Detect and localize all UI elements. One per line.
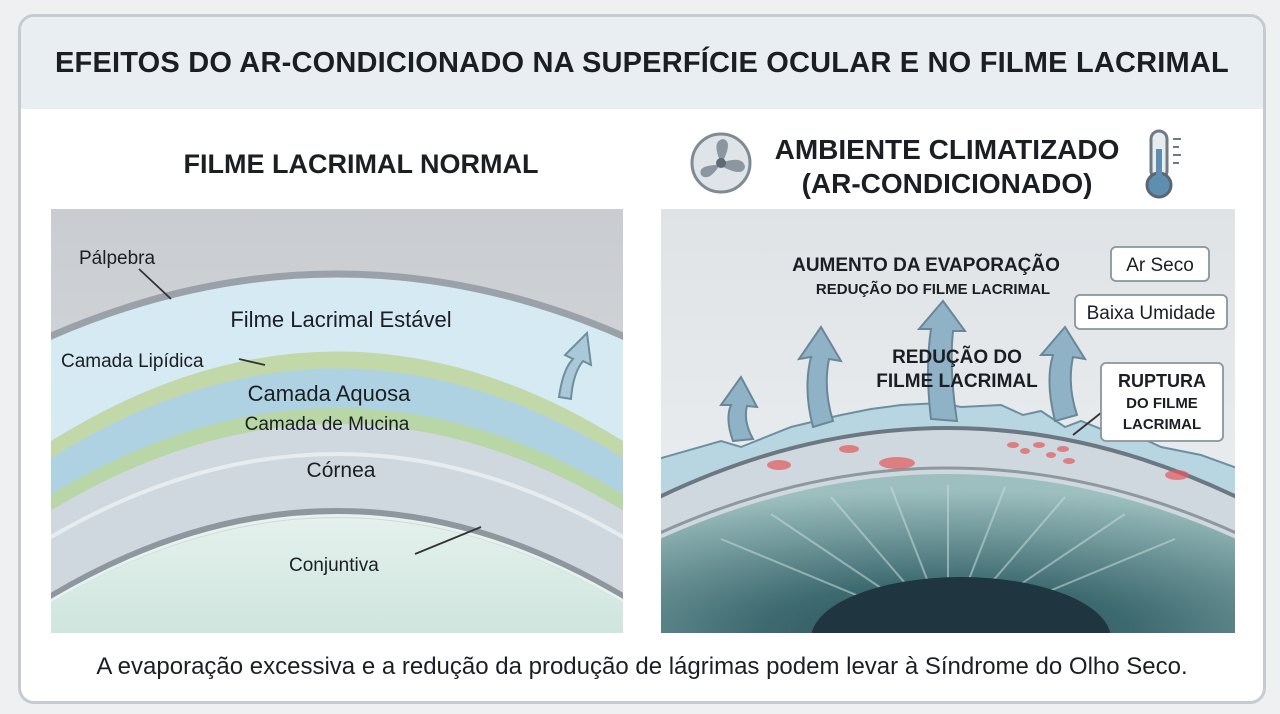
reduction-label-line1: REDUÇÃO DO bbox=[892, 346, 1022, 368]
footer-caption: A evaporação excessiva e a redução da pr… bbox=[96, 653, 1188, 680]
eyelid-leader bbox=[138, 268, 172, 300]
cornea-edge bbox=[661, 426, 1235, 499]
right-panel-title-line1: AMBIENTE CLIMATIZADO bbox=[774, 134, 1120, 165]
damage-spots bbox=[767, 442, 1189, 480]
conjunctiva-line bbox=[51, 508, 623, 601]
page-title: EFEITOS DO AR-CONDICIONADO NA SUPERFÍCIE… bbox=[55, 47, 1229, 79]
mucin-label: Camada de Mucina bbox=[245, 414, 410, 435]
stable-film-label: Filme Lacrimal Estável bbox=[230, 307, 451, 332]
cornea-highlight bbox=[51, 452, 623, 540]
lipid-leader bbox=[238, 358, 266, 366]
aqueous-label: Camada Aquosa bbox=[248, 381, 411, 406]
conjunctiva-region bbox=[51, 518, 623, 633]
cornea-label: Córnea bbox=[307, 459, 376, 482]
evaporation-label: AUMENTO DA EVAPORAÇÃO bbox=[792, 254, 1060, 276]
fan-icon bbox=[690, 132, 752, 194]
normal-tear-film-diagram: Pálpebra Filme Lacrimal Estável Camada L… bbox=[51, 209, 623, 633]
title-bar bbox=[21, 17, 1263, 109]
air-conditioned-diagram: AUMENTO DA EVAPORAÇÃO REDUÇÃO DO FILME L… bbox=[661, 209, 1235, 633]
evaporation-sublabel: REDUÇÃO DO FILME LACRIMAL bbox=[816, 280, 1050, 298]
eyelid-edge bbox=[51, 270, 623, 340]
rupture-label-line3: LACRIMAL bbox=[1123, 416, 1201, 433]
low-humidity-label: Baixa Umidade bbox=[1087, 303, 1216, 324]
cornea-inner-edge bbox=[661, 466, 1235, 535]
eyelid-label: Pálpebra bbox=[79, 248, 155, 269]
conjunctiva-leader bbox=[414, 526, 482, 555]
vapor-arrow bbox=[557, 330, 593, 401]
lipid-label: Camada Lipídica bbox=[61, 351, 204, 372]
left-panel-title: FILME LACRIMAL NORMAL bbox=[183, 149, 539, 179]
thermometer-icon bbox=[1145, 129, 1181, 199]
infographic-frame: EFEITOS DO AR-CONDICIONADO NA SUPERFÍCIE… bbox=[18, 14, 1266, 704]
low-humidity-badge bbox=[1074, 294, 1228, 330]
reduction-label-line2: FILME LACRIMAL bbox=[876, 371, 1038, 392]
right-panel-title-line2: (AR-CONDICIONADO) bbox=[801, 168, 1093, 199]
dry-air-badge bbox=[1110, 246, 1210, 282]
evaporation-arrows bbox=[719, 299, 1088, 443]
dry-air-label: Ar Seco bbox=[1126, 255, 1194, 276]
rupture-label-line2: DO FILME bbox=[1126, 395, 1198, 412]
rupture-label-line1: RUPTURA bbox=[1118, 371, 1206, 391]
conjunctiva-region-upper bbox=[51, 514, 623, 603]
conjunctiva-label: Conjuntiva bbox=[289, 555, 379, 576]
pupil bbox=[811, 577, 1111, 633]
rupture-box bbox=[1100, 362, 1224, 442]
